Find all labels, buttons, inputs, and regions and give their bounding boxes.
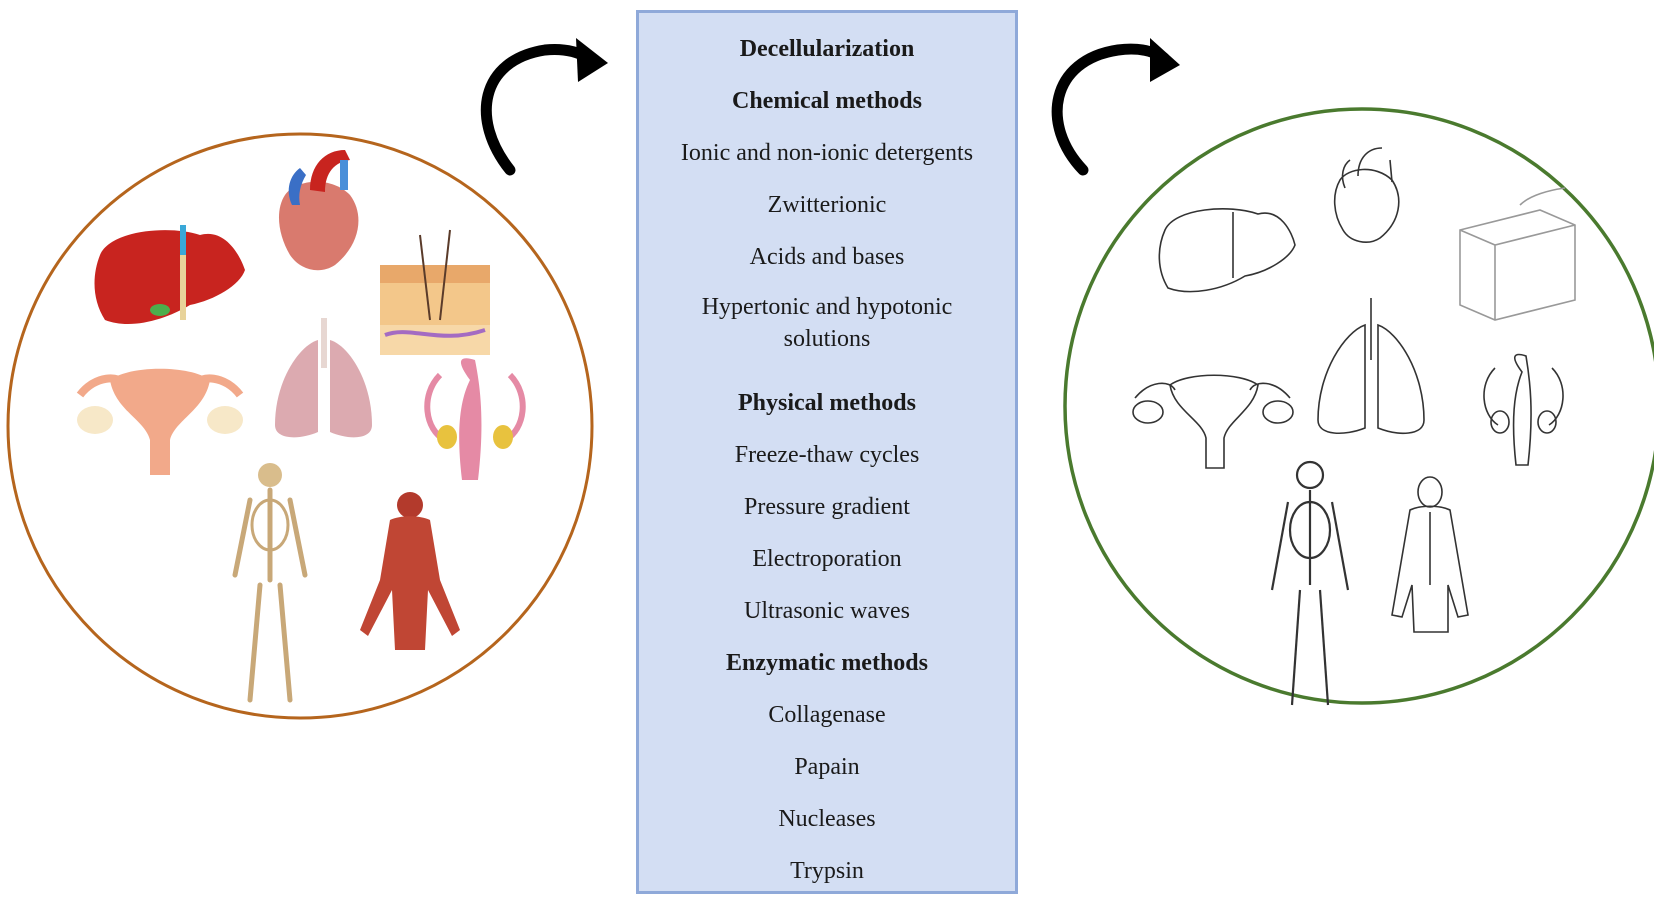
method-item: Pressure gradient — [744, 494, 910, 520]
male-reproductive-outline-icon — [1483, 353, 1564, 466]
liver-icon — [94, 225, 245, 325]
male-reproductive-icon — [424, 358, 526, 480]
method-category-heading: Physical methods — [737, 390, 916, 416]
lungs-outline-icon — [1317, 298, 1425, 435]
heart-icon — [278, 150, 359, 271]
skin-outline-icon — [1459, 187, 1576, 321]
method-item: Ionic and non-ionic detergents — [680, 140, 974, 166]
method-item: Ultrasonic waves — [744, 598, 910, 624]
method-item: Papain — [794, 754, 860, 780]
uterus-outline-icon — [1132, 374, 1294, 469]
right-curved-arrow — [1051, 38, 1180, 176]
muscle-body-icon — [360, 492, 460, 650]
method-item: Acids and bases — [749, 244, 905, 270]
method-category-heading: Chemical methods — [732, 88, 922, 114]
method-item: Collagenase — [768, 702, 886, 728]
method-item: Trypsin — [790, 858, 864, 884]
skeleton-outline-icon — [1270, 460, 1350, 706]
heart-outline-icon — [1333, 147, 1400, 243]
native-tissue-circle — [6, 132, 594, 720]
uterus-icon — [76, 368, 244, 475]
method-item: Hypertonic and hypotonic solutions — [701, 294, 953, 352]
method-category-heading: Enzymatic methods — [726, 650, 928, 676]
skeleton-icon — [232, 463, 308, 703]
lungs-icon — [275, 318, 372, 438]
skin-icon — [380, 229, 490, 355]
method-item: Zwitterionic — [767, 192, 887, 218]
method-item: Electroporation — [752, 546, 902, 572]
muscle-body-outline-icon — [1391, 476, 1469, 633]
left-curved-arrow — [481, 38, 608, 176]
liver-outline-icon — [1158, 208, 1296, 293]
decellularized-scaffold-circle — [1063, 107, 1654, 705]
method-item: Nucleases — [778, 806, 876, 832]
method-category-heading: Decellularization — [739, 36, 915, 62]
method-item: Freeze-thaw cycles — [734, 442, 920, 468]
